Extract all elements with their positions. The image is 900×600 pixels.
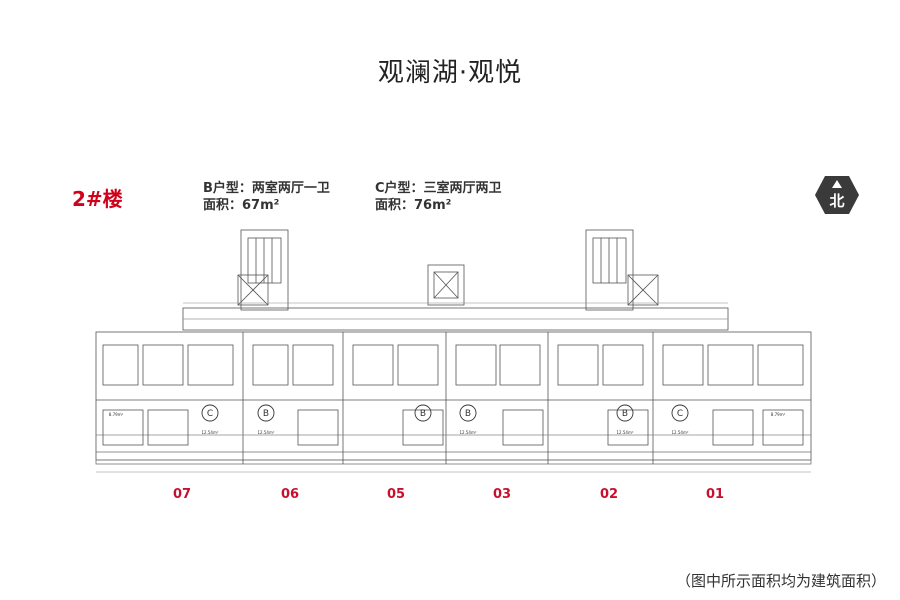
- room-area: 12.54m²: [617, 430, 634, 435]
- floor-plan: C B B B B C 12.54m² 12.54m² 12.54m² 12.5…: [95, 229, 812, 473]
- room-area: 8.79m²: [109, 412, 124, 417]
- room-area: 8.79m²: [771, 412, 786, 417]
- room-area: 12.54m²: [672, 430, 689, 435]
- unit-c-type: C户型：三室两厅两卫: [375, 181, 502, 196]
- unit-number-05: 05: [387, 487, 406, 502]
- plan-label-b: B: [420, 409, 426, 419]
- building-label: 2#楼: [72, 187, 123, 211]
- unit-c-area: 面积：76m²: [375, 198, 452, 213]
- plan-label-c: C: [677, 409, 683, 419]
- unit-number-02: 02: [600, 487, 619, 502]
- unit-number-06: 06: [281, 487, 300, 502]
- unit-b-area: 面积：67m²: [203, 198, 280, 213]
- unit-number-03: 03: [493, 487, 512, 502]
- north-arrow-icon: 北: [815, 176, 859, 214]
- unit-number-07: 07: [173, 487, 192, 502]
- plan-label-b: B: [622, 409, 628, 419]
- unit-number-01: 01: [706, 487, 725, 502]
- unit-c-info: C户型：三室两厅两卫 面积：76m²: [375, 180, 502, 214]
- north-label: 北: [829, 192, 845, 210]
- unit-b-info: B户型：两室两厅一卫 面积：67m²: [203, 180, 330, 214]
- page-title: 观澜湖·观悦: [377, 58, 523, 88]
- area-footnote: （图中所示面积均为建筑面积）: [675, 572, 886, 590]
- unit-b-type: B户型：两室两厅一卫: [203, 181, 330, 196]
- room-area: 12.54m²: [258, 430, 275, 435]
- room-area: 12.54m²: [460, 430, 477, 435]
- plan-label-b: B: [263, 409, 269, 419]
- room-area: 12.54m²: [202, 430, 219, 435]
- plan-label-c: C: [207, 409, 213, 419]
- plan-label-b: B: [465, 409, 471, 419]
